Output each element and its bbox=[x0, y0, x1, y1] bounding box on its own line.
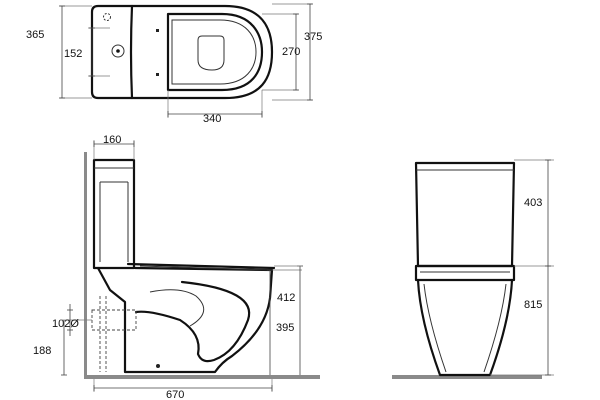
side-view-fixing-point bbox=[156, 364, 160, 368]
dim-front-tank-height: 403 bbox=[524, 197, 542, 209]
top-view: 365 152 270 375 340 bbox=[26, 3, 322, 125]
top-view-seat-inner bbox=[171, 19, 257, 85]
side-view-floor bbox=[84, 375, 320, 379]
dim-front-total-height: 815 bbox=[524, 299, 542, 311]
dim-side-bowl-height: 395 bbox=[276, 322, 294, 334]
top-view-bowl bbox=[130, 4, 274, 100]
top-view-hinge-right bbox=[156, 73, 159, 76]
dim-top-total-depth: 375 bbox=[304, 31, 322, 43]
dim-top-seat-width: 340 bbox=[203, 113, 221, 125]
side-view-seat bbox=[126, 262, 276, 270]
top-view-cistern bbox=[90, 4, 134, 100]
front-view-floor bbox=[392, 375, 542, 379]
dim-side-outlet-height: 188 bbox=[33, 345, 51, 357]
flush-button-center bbox=[116, 49, 120, 53]
side-view-outlet bbox=[91, 309, 137, 331]
flush-button-icon bbox=[111, 44, 125, 58]
front-view-seat bbox=[414, 264, 516, 282]
top-view-hinge-left bbox=[156, 29, 159, 32]
dim-side-total-length: 670 bbox=[166, 389, 184, 400]
top-view-seat-hole bbox=[197, 35, 225, 71]
side-view-wall bbox=[84, 152, 87, 376]
side-view-trap bbox=[134, 280, 251, 363]
side-view-pan bbox=[96, 266, 274, 374]
dim-side-tank-depth: 160 bbox=[103, 134, 121, 146]
dim-top-seat-depth: 270 bbox=[282, 46, 300, 58]
dim-side-seat-height: 412 bbox=[277, 292, 295, 304]
front-view-pedestal bbox=[416, 278, 514, 377]
dim-side-outlet-diameter: 102Ø bbox=[52, 318, 79, 330]
side-view: 160 670 395 412 102Ø 188 bbox=[33, 134, 320, 400]
top-view-fixing-mark bbox=[103, 13, 111, 21]
top-view-seat bbox=[166, 12, 264, 92]
front-view: 403 815 bbox=[392, 159, 554, 379]
front-view-cistern bbox=[414, 161, 516, 268]
dim-top-depth: 365 bbox=[26, 29, 44, 41]
dim-top-tank-offset: 152 bbox=[64, 48, 82, 60]
